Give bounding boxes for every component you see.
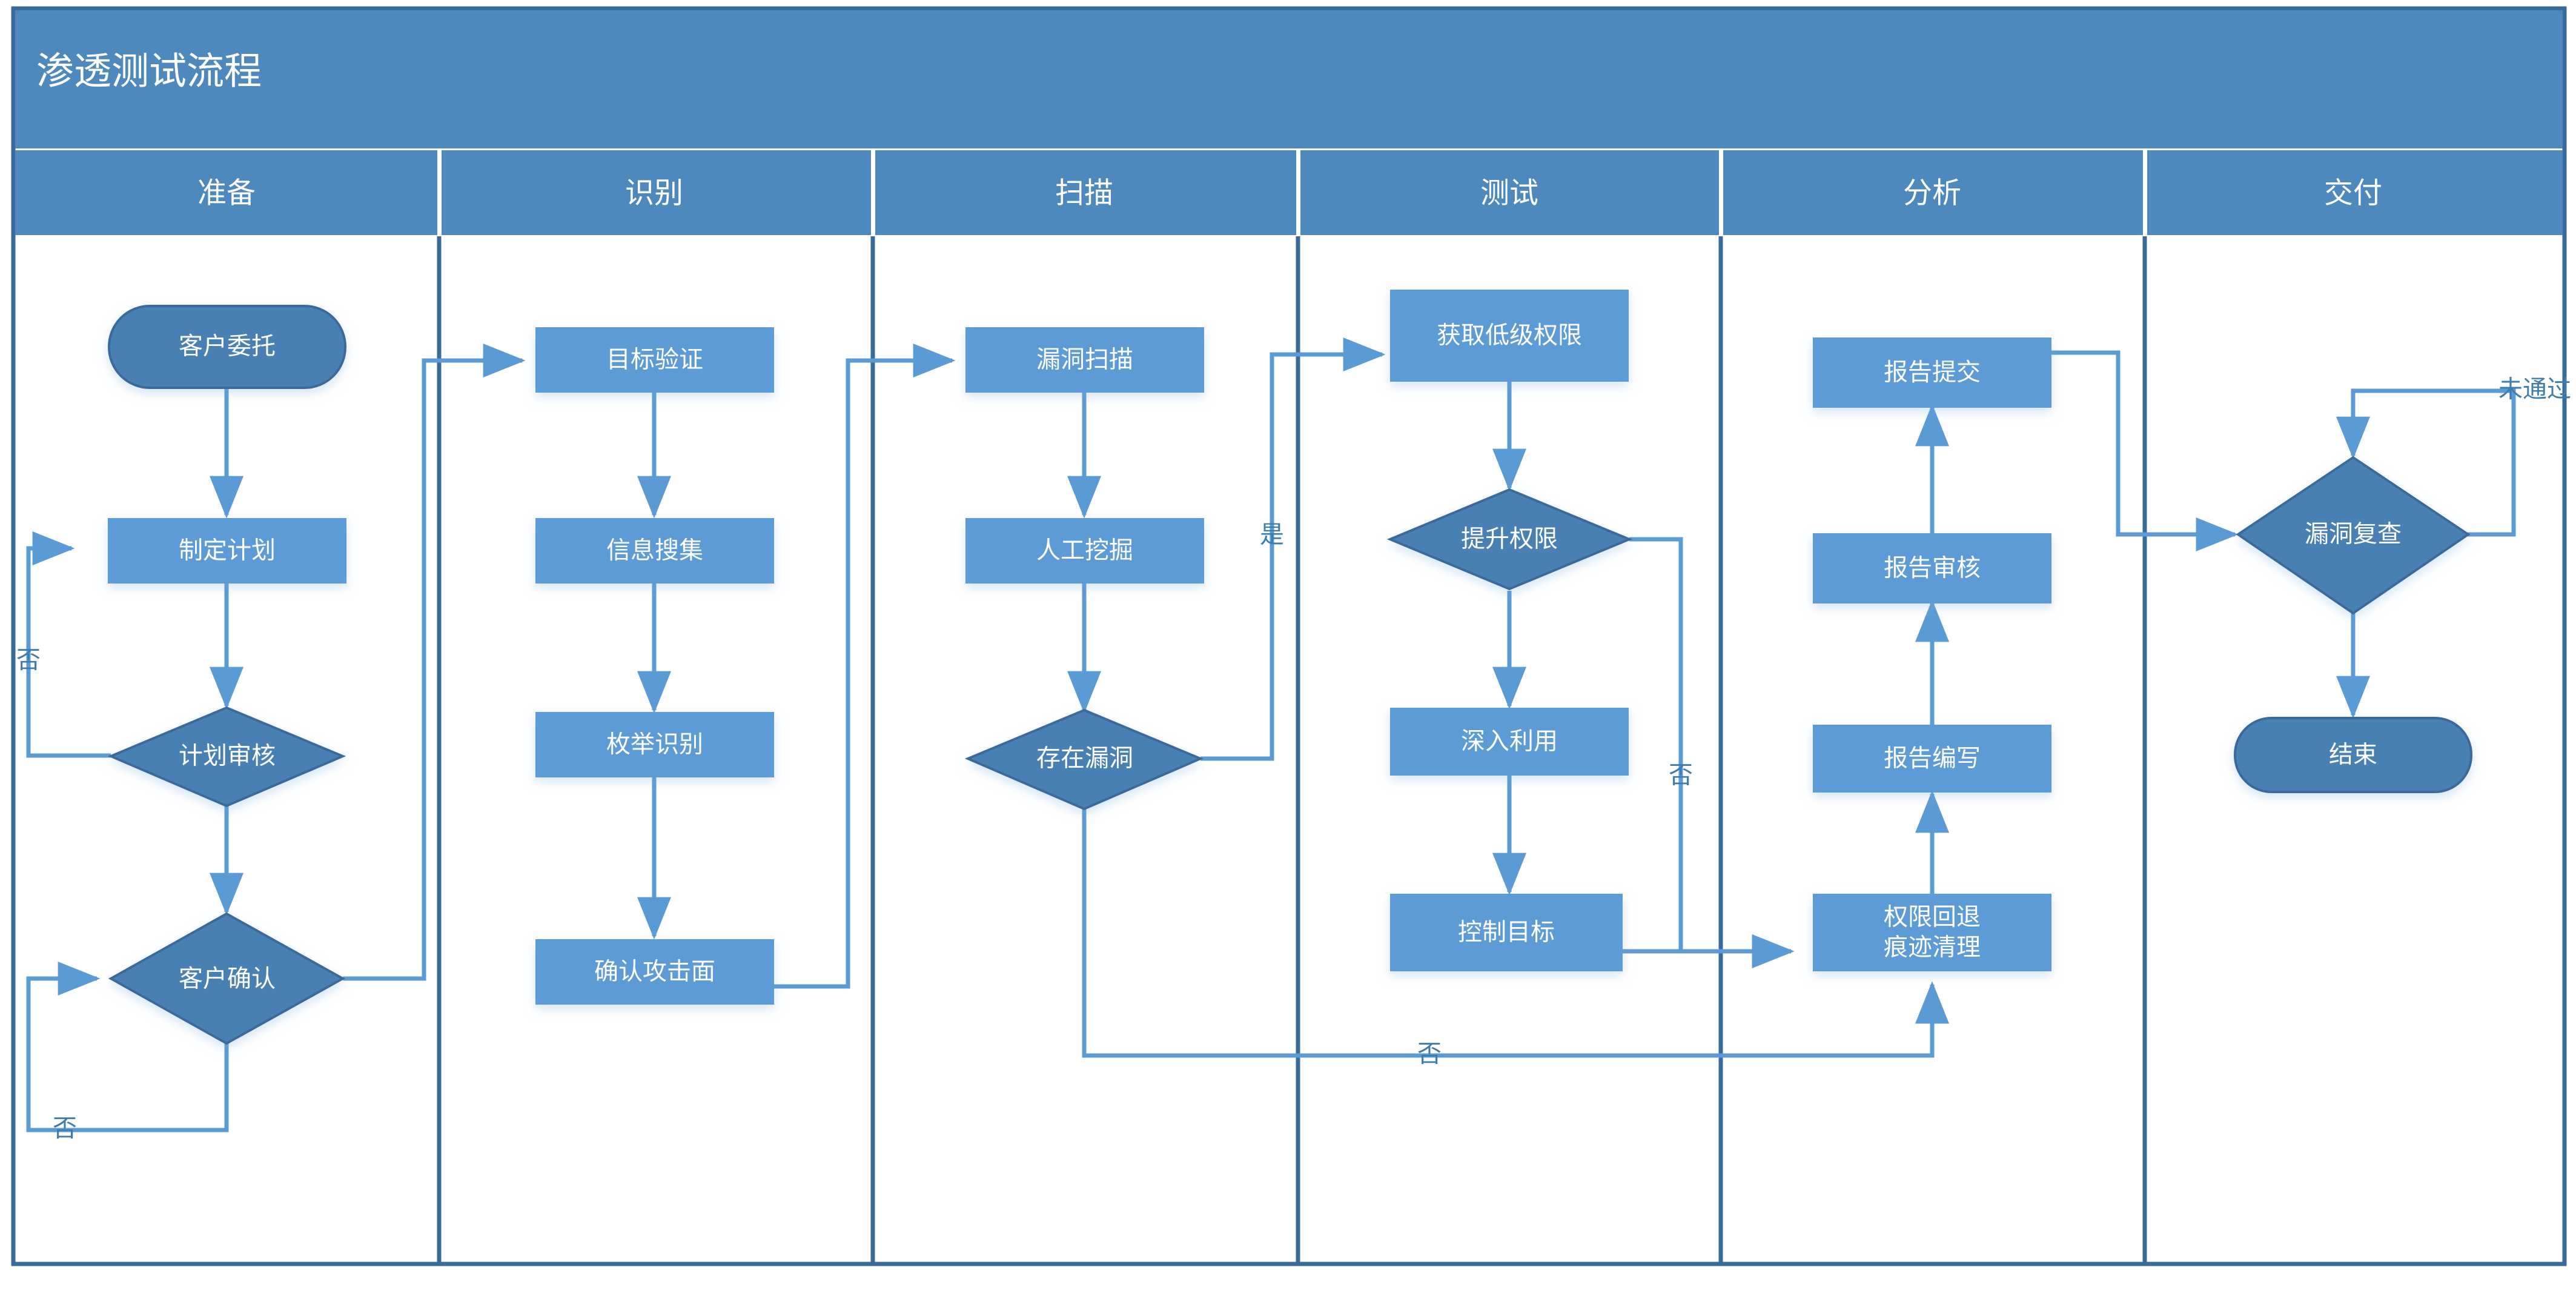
- edge-label-vuln-exists-no: 否: [1417, 1041, 1442, 1068]
- node-vuln-scan[interactable]: 漏洞扫描: [965, 327, 1204, 393]
- node-report-writing[interactable]: 报告编写: [1813, 725, 2051, 793]
- node-label: 客户确认: [179, 966, 276, 992]
- node-label-line2: 痕迹清理: [1884, 934, 1981, 961]
- node-label: 控制目标: [1458, 919, 1555, 946]
- node-confirm-attack-surface[interactable]: 确认攻击面: [535, 939, 774, 1005]
- node-deep-exploit[interactable]: 深入利用: [1390, 708, 1629, 776]
- lane-header-divider-5: [2143, 150, 2147, 235]
- node-vuln-recheck[interactable]: 漏洞复查: [2236, 456, 2471, 615]
- node-label: 人工挖掘: [1036, 537, 1133, 564]
- lane-header-divider-4: [1719, 150, 1723, 235]
- node-label-line1: 权限回退: [1884, 904, 1981, 931]
- edge-n4-n5: [343, 344, 526, 981]
- edge-n19-n20: [2047, 350, 2239, 551]
- node-info-gathering[interactable]: 信息搜集: [535, 518, 774, 583]
- edge-n20-self-fail: [2336, 388, 2516, 537]
- node-vuln-exists[interactable]: 存在漏洞: [964, 708, 1204, 811]
- node-client-commission[interactable]: 客户委托: [108, 305, 346, 389]
- node-report-submit[interactable]: 报告提交: [1813, 337, 2051, 408]
- node-label: 报告编写: [1884, 745, 1981, 772]
- node-make-plan[interactable]: 制定计划: [108, 518, 346, 583]
- node-label: 计划审核: [179, 743, 276, 770]
- node-plan-review[interactable]: 计划审核: [107, 706, 346, 808]
- node-label: 获取低级权限: [1437, 322, 1582, 349]
- edge-label-recheck-fail: 未通过: [2498, 376, 2571, 403]
- node-label: 目标验证: [606, 347, 703, 373]
- node-report-review[interactable]: 报告审核: [1813, 533, 2051, 603]
- lane-header-prep: 准备: [197, 178, 256, 210]
- edge-label-vuln-exists-yes: 是: [1260, 522, 1284, 548]
- lane-header-identify: 识别: [625, 178, 683, 210]
- node-label: 漏洞扫描: [1036, 347, 1133, 373]
- node-gain-low-priv[interactable]: 获取低级权限: [1390, 290, 1629, 382]
- node-label: 确认攻击面: [594, 959, 715, 985]
- title-bar: [15, 10, 2563, 148]
- node-priv-escalation[interactable]: 提升权限: [1386, 488, 1633, 591]
- lane-header-strip: [15, 150, 2563, 235]
- node-client-confirm[interactable]: 客户确认: [108, 912, 346, 1045]
- lane-header-deliver: 交付: [2324, 178, 2382, 210]
- edge-n11-n12-yes: [1200, 337, 1386, 761]
- lane-header-divider-2: [871, 150, 875, 235]
- node-end[interactable]: 结束: [2234, 717, 2472, 793]
- edge-label-privesc-no: 否: [1669, 762, 1693, 789]
- lane-header-analyze: 分析: [1903, 178, 1961, 210]
- node-label: 结束: [2329, 742, 2377, 768]
- edge-n3-n2-no: [26, 531, 111, 758]
- edge-n4-self-no: [26, 962, 229, 1132]
- node-target-validation[interactable]: 目标验证: [535, 327, 774, 393]
- lane-header-divider-3: [1296, 150, 1300, 235]
- edge-label-client-confirm-no: 否: [53, 1115, 77, 1142]
- node-label: 深入利用: [1461, 728, 1558, 755]
- lane-header-divider-1: [437, 150, 442, 235]
- node-revert-cleanup[interactable]: 权限回退 痕迹清理: [1813, 894, 2051, 971]
- node-label: 漏洞复查: [2305, 521, 2402, 548]
- node-label: 制定计划: [179, 537, 276, 564]
- lane-header-scan: 扫描: [1055, 178, 1113, 210]
- node-label: 客户委托: [179, 333, 276, 360]
- node-label: 枚举识别: [606, 731, 703, 758]
- edge-label-plan-review-no: 否: [16, 647, 41, 674]
- node-label: 报告审核: [1884, 555, 1981, 582]
- edge-n8-n9: [774, 344, 956, 989]
- edge-n11-n16-no: [1082, 809, 1949, 1058]
- node-label: 存在漏洞: [1036, 745, 1133, 772]
- node-manual-testing[interactable]: 人工挖掘: [965, 518, 1204, 583]
- lane-header-test: 测试: [1480, 178, 1538, 210]
- node-label: 提升权限: [1461, 526, 1558, 553]
- node-label: 报告提交: [1884, 359, 1981, 386]
- node-enumeration[interactable]: 枚举识别: [535, 712, 774, 777]
- node-label: 信息搜集: [606, 537, 703, 564]
- node-control-target[interactable]: 控制目标: [1390, 894, 1623, 971]
- page-title: 渗透测试流程: [36, 50, 262, 92]
